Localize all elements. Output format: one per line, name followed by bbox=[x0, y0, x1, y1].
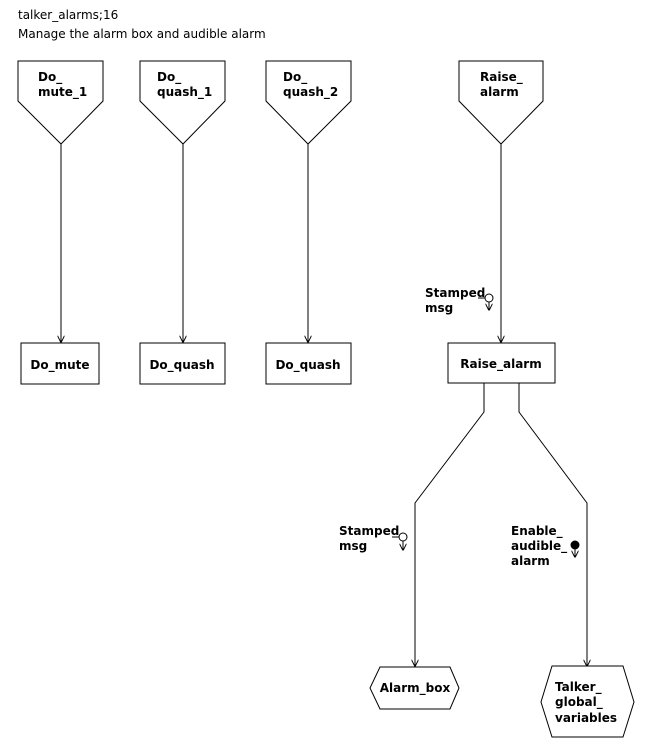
data-store-alarm-box[interactable]: Alarm_box bbox=[369, 666, 460, 710]
diagram-title: talker_alarms;16 bbox=[18, 8, 119, 22]
svg-text:Stamped_: Stamped_ bbox=[425, 286, 491, 301]
control-couple-enable-audible-alarm: Enable_ audible_ alarm bbox=[511, 524, 580, 568]
svg-text:msg: msg bbox=[425, 301, 453, 315]
open-circle-icon bbox=[398, 532, 408, 542]
module-do-mute[interactable]: Do_mute bbox=[20, 342, 100, 385]
data-couple-stamped-msg-2: Stamped_ msg bbox=[339, 524, 408, 553]
call-arrow-talker-globals bbox=[518, 383, 587, 666]
svg-text:Raise_: Raise_ bbox=[480, 70, 523, 85]
svg-text:Do_: Do_ bbox=[157, 70, 181, 85]
svg-text:quash_2: quash_2 bbox=[283, 85, 338, 100]
svg-text:mute_1: mute_1 bbox=[38, 85, 87, 100]
connector-do-quash-1[interactable]: Do_ quash_1 bbox=[139, 60, 226, 145]
svg-text:Talker_: Talker_ bbox=[555, 680, 602, 695]
data-couple-stamped-msg-1: Stamped_ msg bbox=[425, 286, 494, 315]
svg-text:Do_quash: Do_quash bbox=[149, 358, 214, 373]
connector-do-mute-1[interactable]: Do_ mute_1 bbox=[17, 60, 104, 145]
svg-text:Stamped_: Stamped_ bbox=[339, 524, 405, 539]
svg-text:Do_: Do_ bbox=[38, 70, 62, 85]
open-circle-icon bbox=[484, 293, 494, 303]
svg-text:Do_mute: Do_mute bbox=[30, 358, 89, 373]
diagram-subtitle: Manage the alarm box and audible alarm bbox=[18, 27, 266, 41]
module-raise-alarm[interactable]: Raise_alarm bbox=[447, 342, 556, 384]
svg-text:Alarm_box: Alarm_box bbox=[380, 681, 451, 696]
svg-text:variables: variables bbox=[555, 711, 617, 725]
module-do-quash-1[interactable]: Do_quash bbox=[139, 342, 226, 385]
svg-text:alarm: alarm bbox=[480, 85, 519, 99]
svg-text:Enable_: Enable_ bbox=[511, 524, 563, 539]
svg-text:msg: msg bbox=[339, 539, 367, 553]
svg-text:audible_: audible_ bbox=[511, 539, 567, 554]
svg-text:Do_: Do_ bbox=[283, 70, 307, 85]
module-do-quash-2[interactable]: Do_quash bbox=[265, 342, 352, 385]
svg-text:global_: global_ bbox=[555, 695, 603, 710]
svg-text:Do_quash: Do_quash bbox=[275, 358, 340, 373]
svg-text:alarm: alarm bbox=[511, 554, 550, 568]
call-arrow-alarm-box bbox=[415, 383, 485, 666]
data-store-talker-global-variables[interactable]: Talker_ global_ variables bbox=[540, 665, 635, 738]
svg-text:Raise_alarm: Raise_alarm bbox=[460, 357, 541, 372]
svg-text:quash_1: quash_1 bbox=[157, 85, 212, 100]
connector-raise-alarm[interactable]: Raise_ alarm bbox=[458, 60, 544, 145]
filled-circle-icon bbox=[570, 540, 580, 550]
connector-do-quash-2[interactable]: Do_ quash_2 bbox=[265, 60, 352, 145]
